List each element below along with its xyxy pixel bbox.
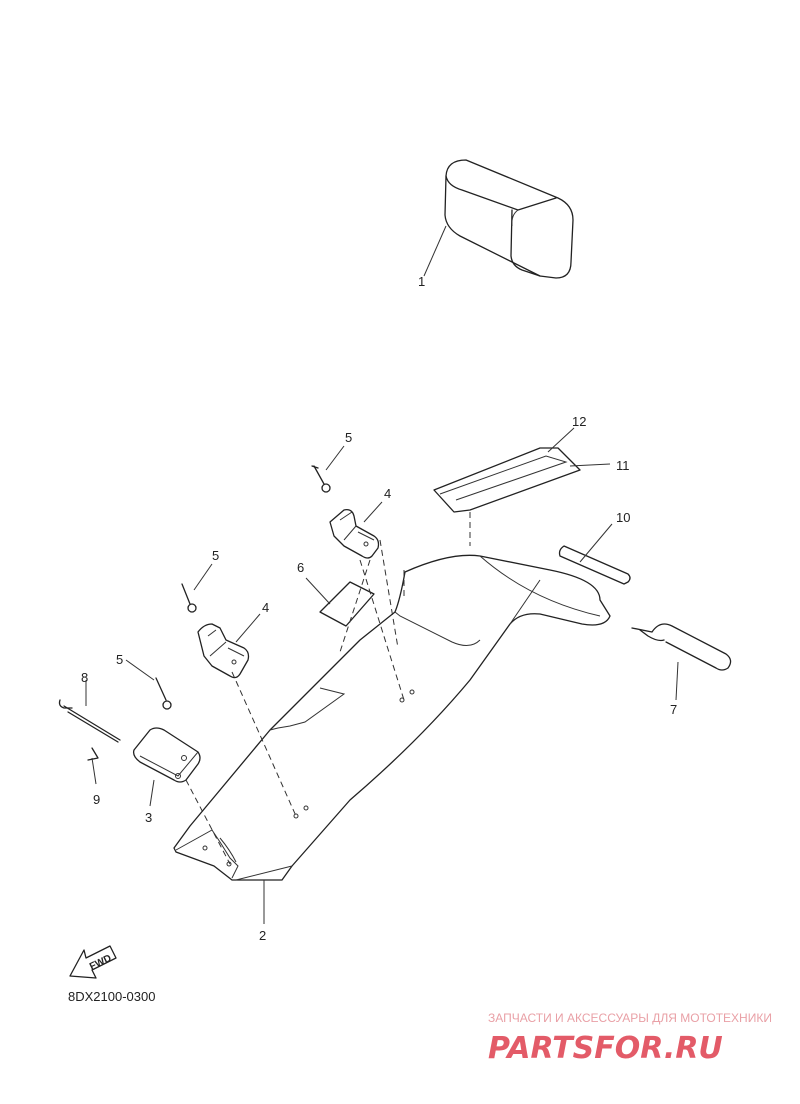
watermark-brand: PARTSFOR.RU: [488, 1031, 723, 1066]
callout-9: 9: [93, 792, 100, 807]
part-4-clip-lower: [197, 623, 250, 679]
part-5-screw-upper: [311, 465, 331, 493]
watermark: ЗАПЧАСТИ И АКСЕССУАРЫ ДЛЯ МОТОТЕХНИКИ PA…: [488, 1011, 772, 1066]
part-2-fender-panel: [173, 554, 611, 881]
callout-4-lower: 4: [262, 600, 269, 615]
callout-10: 10: [616, 510, 630, 525]
fwd-label: FWD: [88, 953, 113, 973]
callout-1: 1: [418, 274, 425, 289]
part-3-clamp-bracket: [132, 727, 201, 783]
callout-5-lower: 5: [116, 652, 123, 667]
part-5-screw-middle: [181, 583, 197, 613]
callout-11: 11: [616, 458, 630, 473]
part-6-pad: [319, 581, 375, 627]
part-1-tool-pouch: [444, 159, 574, 279]
assembly-lines: [185, 512, 471, 865]
part-9-cotter-pin: [87, 747, 99, 761]
part-8-bolt: [58, 699, 121, 743]
callout-5-middle: 5: [212, 548, 219, 563]
part-10-strip: [558, 545, 631, 585]
callout-12: 12: [572, 414, 586, 429]
part-11-12-grip-pad: [433, 447, 581, 513]
diagram-code: 8DX2100-0300: [68, 989, 155, 1004]
part-7-wire-tool: [631, 623, 732, 671]
callout-8: 8: [81, 670, 88, 685]
leader-lines: [85, 225, 679, 924]
callout-5-upper: 5: [345, 430, 352, 445]
callouts: 1 2 3 4 4 5 5 5 6 7 8 9 10 11 12: [81, 274, 677, 943]
callout-3: 3: [145, 810, 152, 825]
callout-6: 6: [297, 560, 304, 575]
fwd-arrow: FWD: [69, 945, 117, 979]
part-5-screw-lower: [155, 677, 172, 710]
callout-2: 2: [259, 928, 266, 943]
part-4-clip-upper: [329, 508, 380, 559]
callout-7: 7: [670, 702, 677, 717]
watermark-tagline: ЗАПЧАСТИ И АКСЕССУАРЫ ДЛЯ МОТОТЕХНИКИ: [488, 1011, 772, 1025]
callout-4-upper: 4: [384, 486, 391, 501]
